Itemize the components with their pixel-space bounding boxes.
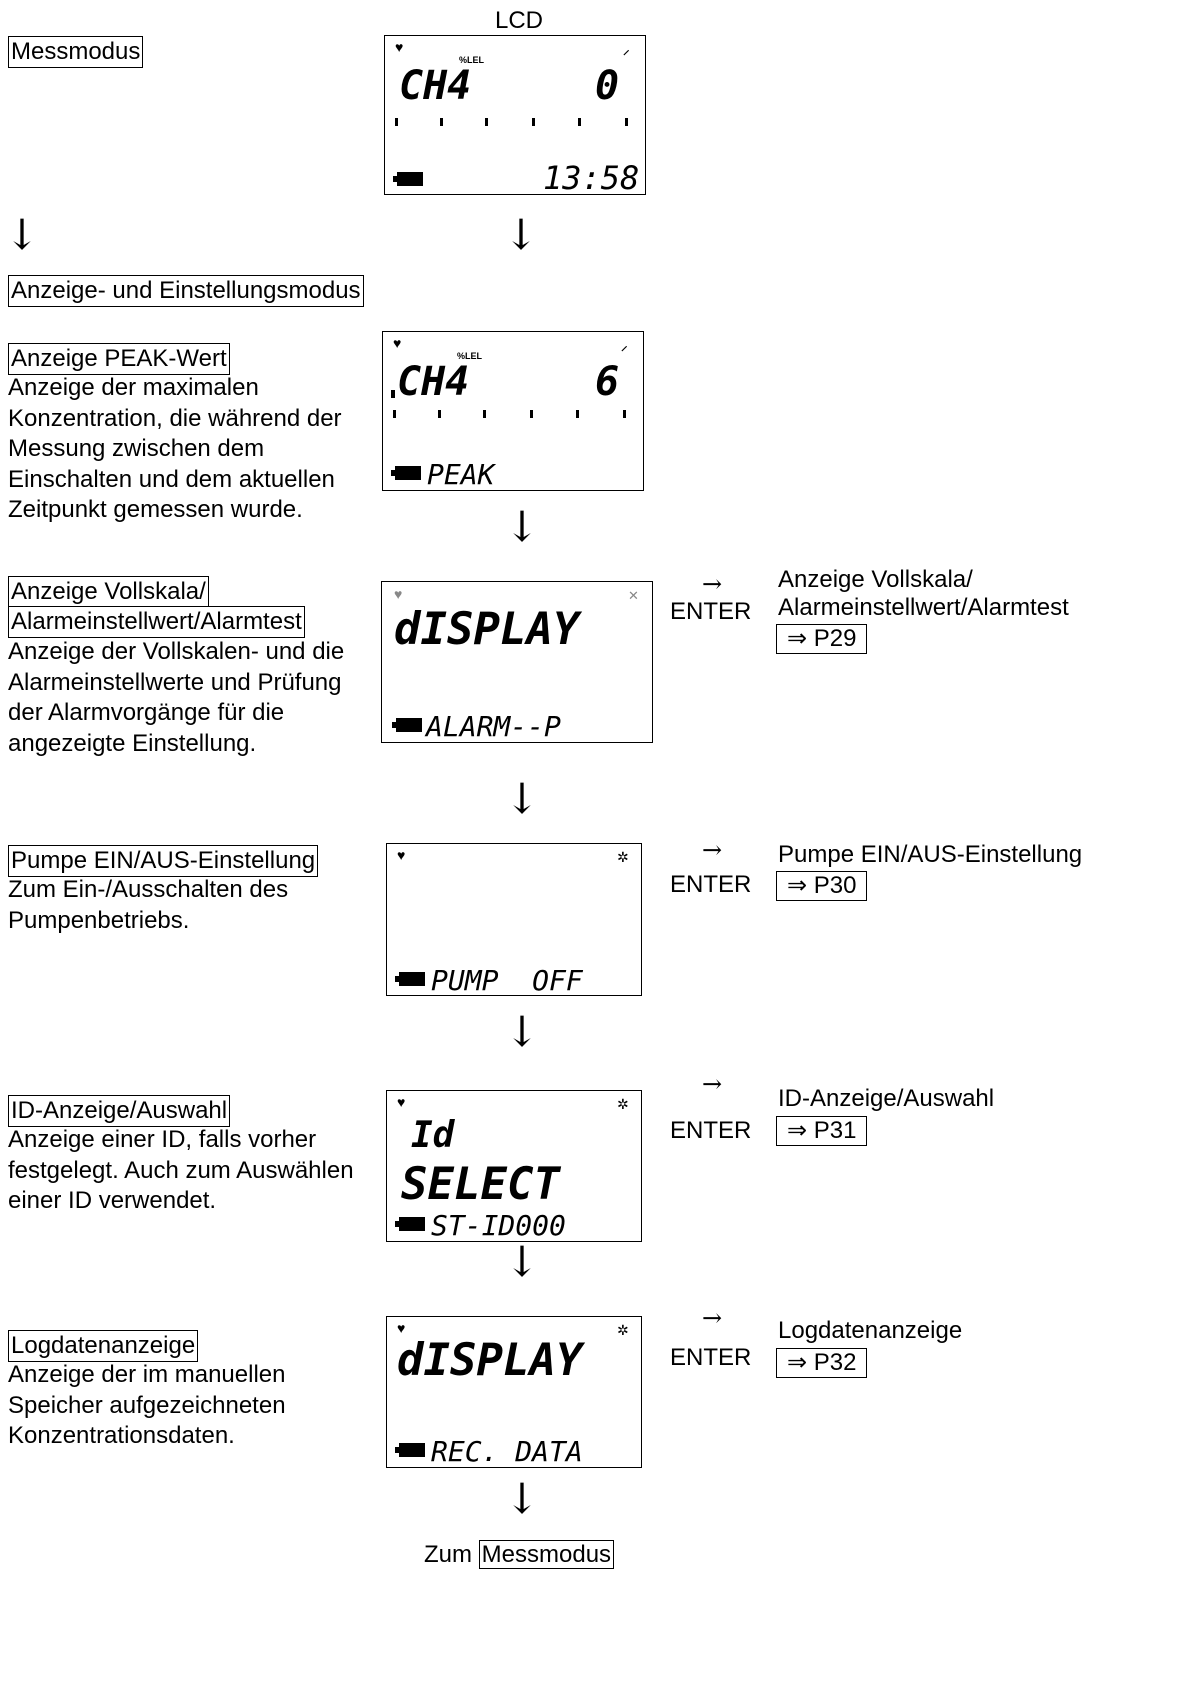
svg-text:Id: Id — [411, 1115, 456, 1156]
svg-text:SELECT: SELECT — [401, 1159, 561, 1210]
lcd-column-label: LCD — [495, 7, 544, 34]
svg-text:CH4: CH4 — [399, 63, 471, 109]
battery-icon — [395, 972, 425, 986]
step-description-pump: Zum Ein-/Ausschalten des Pumpenbetriebs. — [8, 876, 289, 934]
footer-measure-mode-label[interactable]: Messmodus — [478, 1540, 615, 1569]
page-ref-p30[interactable]: ⇒ P30 — [776, 871, 868, 901]
target-alarm-line2: Alarmeinstellwert/Alarmtest — [778, 594, 1069, 621]
svg-text:ALARM--P: ALARM--P — [424, 710, 561, 742]
heart-icon: ♥ — [397, 1320, 405, 1336]
heart-icon: ♥ — [393, 335, 401, 351]
page-ref-p32[interactable]: ⇒ P32 — [776, 1348, 868, 1378]
page-ref-p31[interactable]: ⇒ P31 — [776, 1116, 868, 1146]
signal-icon: ⸝ — [623, 42, 630, 57]
lcd-id-screen: ♥ ✲ Id SELECT ST-ID000 — [386, 1090, 642, 1242]
enter-key-label[interactable]: ENTER — [670, 871, 752, 898]
footer-prefix: Zum — [424, 1541, 472, 1568]
target-log: Logdatenanzeige — [778, 1317, 963, 1344]
enter-key-label[interactable]: ENTER — [670, 1344, 752, 1371]
svg-text:PUMP OFF: PUMP OFF — [431, 964, 584, 995]
svg-text:0: 0 — [595, 63, 619, 109]
battery-icon — [395, 1443, 425, 1457]
down-arrow: ↓ — [504, 1007, 540, 1056]
enter-arrow: → — [702, 1070, 723, 1098]
lcd-alarm-screen: ♥ ✕ dISPLAY ALARM--P — [381, 581, 653, 743]
scale-ticks — [395, 118, 628, 126]
step-title-pump: Pumpe EIN/AUS-Einstellung — [8, 845, 319, 877]
pump-fan-icon: ✲ — [617, 1322, 629, 1338]
step-title-peak: Anzeige PEAK-Wert — [8, 343, 230, 375]
down-arrow: ↓ — [504, 774, 540, 823]
lcd-measure-screen: ♥ ⸝ %LEL CH4 0 13:58 — [384, 35, 646, 195]
svg-text:13:58: 13:58 — [543, 159, 639, 194]
svg-text:ST-ID000: ST-ID000 — [431, 1209, 566, 1241]
down-arrow: ↓ — [504, 502, 540, 551]
enter-key-label[interactable]: ENTER — [670, 598, 752, 625]
footer: Zum Messmodus — [424, 1540, 615, 1570]
target-alarm-line1: Anzeige Vollskala/ — [778, 566, 973, 593]
step-description-log: Anzeige der im manuellen Speicher aufgez… — [8, 1361, 286, 1449]
pump-fan-icon: ✲ — [617, 849, 629, 865]
lcd-log-screen: ♥ ✲ dISPLAY REC. DATA — [386, 1316, 642, 1468]
battery-icon — [392, 718, 422, 732]
enter-arrow: → — [702, 570, 723, 598]
pump-fan-icon: ✕ — [628, 588, 639, 603]
heart-icon: ♥ — [397, 1094, 405, 1110]
step-description-alarm: Anzeige der Vollskalen- und die Alarmein… — [8, 638, 345, 757]
step-title-alarm-line2: Alarmeinstellwert/Alarmtest — [8, 606, 305, 638]
signal-icon: ⸝ — [621, 338, 628, 353]
svg-text:dISPLAY: dISPLAY — [394, 604, 583, 655]
battery-icon — [393, 172, 423, 186]
heart-icon: ♥ — [395, 39, 403, 55]
down-arrow: ↓ — [504, 1474, 540, 1523]
pump-fan-icon: ✲ — [617, 1096, 629, 1112]
svg-text:PEAK: PEAK — [427, 458, 497, 490]
svg-text:%LEL: %LEL — [457, 351, 483, 361]
enter-arrow: → — [702, 1304, 723, 1332]
svg-text:6: 6 — [595, 359, 619, 405]
step-description-id: Anzeige einer ID, falls vorher festgeleg… — [8, 1126, 354, 1214]
step-title-id: ID-Anzeige/Auswahl — [8, 1095, 231, 1127]
svg-text:dISPLAY: dISPLAY — [397, 1335, 586, 1386]
target-id: ID-Anzeige/Auswahl — [778, 1085, 995, 1112]
step-description-peak: Anzeige der maximalen Konzentration, die… — [8, 374, 342, 523]
down-arrow: ↓ — [4, 210, 40, 259]
page-ref-p29[interactable]: ⇒ P29 — [776, 624, 868, 654]
heart-icon: ♥ — [397, 847, 405, 863]
display-setting-mode-label: Anzeige- und Einstellungsmodus — [8, 275, 364, 307]
down-arrow: ↓ — [503, 210, 539, 259]
step-title-log: Logdatenanzeige — [8, 1330, 199, 1362]
measure-mode-label: Messmodus — [8, 36, 144, 68]
step-title-alarm-line1: Anzeige Vollskala/ — [8, 576, 209, 607]
lcd-peak-screen: ♥ ⸝ %LEL CH4 6 PEAK — [382, 331, 644, 491]
lcd-pump-screen: ♥ ✲ PUMP OFF — [386, 843, 642, 996]
enter-key-label[interactable]: ENTER — [670, 1117, 752, 1144]
svg-text:REC. DATA: REC. DATA — [431, 1435, 583, 1467]
target-pump: Pumpe EIN/AUS-Einstellung — [778, 841, 1083, 868]
svg-text:%LEL: %LEL — [459, 55, 485, 65]
heart-icon: ♥ — [394, 586, 402, 602]
battery-icon — [395, 1217, 425, 1231]
battery-icon — [391, 466, 421, 480]
down-arrow: ↓ — [504, 1237, 540, 1286]
scale-ticks — [393, 410, 626, 418]
svg-text:CH4: CH4 — [397, 359, 469, 405]
enter-arrow: → — [702, 836, 723, 864]
